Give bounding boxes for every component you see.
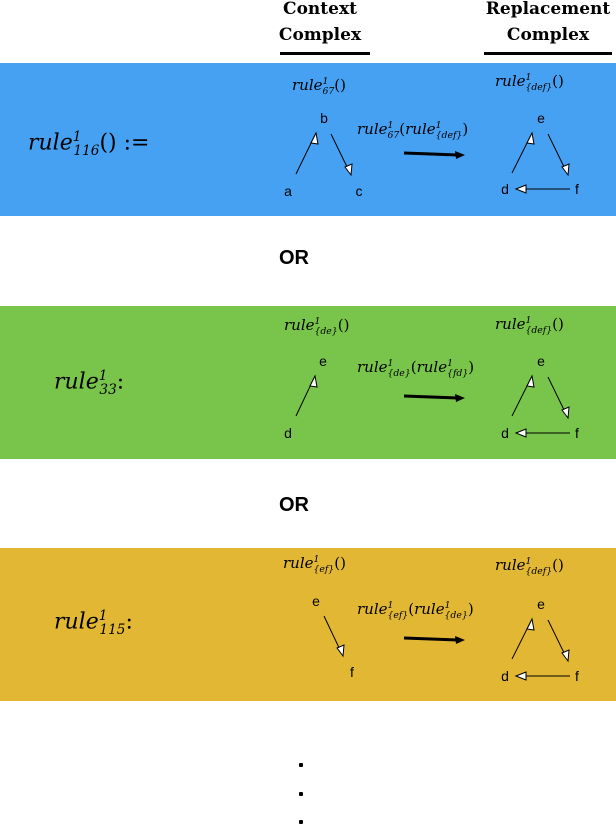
- ellipsis-dot: [299, 820, 303, 824]
- arrowhead: [561, 406, 570, 420]
- context-rule-label: rule1{ef}(): [283, 554, 346, 575]
- rewrite-arrow: [403, 394, 459, 400]
- arrowhead: [344, 163, 353, 177]
- graph-edges: [295, 374, 570, 438]
- arrowhead: [455, 151, 465, 159]
- arrowhead: [526, 131, 535, 145]
- ellipsis-dot: [299, 792, 303, 796]
- node-d: d: [501, 425, 509, 441]
- rule-row-2: rule133: rule1{de}() rule1{de}(rule1{fd}…: [0, 306, 616, 459]
- arrowhead: [310, 131, 319, 145]
- node-f: f: [350, 664, 354, 680]
- rewrite-arrow: [403, 636, 459, 642]
- context-header-underline: [280, 52, 370, 55]
- arrow-rule-label: rule1{ef}(rule1{de}): [357, 600, 474, 621]
- node-d: d: [501, 181, 509, 197]
- node-d: d: [284, 425, 292, 441]
- or-separator-2: OR: [279, 494, 309, 516]
- arrowhead: [561, 649, 570, 663]
- rule-lhs: rule1116() :=: [28, 129, 150, 159]
- arrowhead: [336, 644, 345, 658]
- context-rule-label: rule167(): [292, 76, 346, 97]
- node-e: e: [537, 596, 545, 612]
- node-f: f: [575, 181, 579, 197]
- node-c: c: [355, 183, 363, 199]
- replacement-rule-label: rule1{def}(): [495, 556, 564, 577]
- context-complex-header: Context Complex: [278, 0, 362, 45]
- arrowhead: [455, 636, 465, 644]
- rewrite-arrow: [403, 151, 459, 157]
- replacement-header-underline: [484, 52, 612, 55]
- arrow-rule-label: rule167(rule1{def}): [357, 120, 469, 141]
- node-e: e: [537, 110, 545, 126]
- node-d: d: [501, 668, 509, 684]
- rule-lhs: rule133:: [54, 368, 125, 398]
- replacement-rule-label: rule1{def}(): [495, 315, 564, 336]
- arrowhead: [455, 394, 465, 402]
- rule-lhs: rule1115:: [54, 608, 133, 638]
- context-rule-label: rule1{de}(): [284, 316, 350, 337]
- arrowhead: [514, 428, 527, 438]
- rule-row-3: rule1115: rule1{ef}() rule1{ef}(rule1{de…: [0, 548, 616, 701]
- rule-row-1: rule1116() := rule167() rule167(rule1{de…: [0, 63, 616, 216]
- arrowhead: [526, 374, 535, 388]
- node-b: b: [320, 110, 328, 126]
- or-separator-1: OR: [279, 247, 309, 269]
- node-e: e: [319, 353, 327, 369]
- arrow-rule-label: rule1{de}(rule1{fd}): [357, 358, 475, 379]
- replacement-rule-label: rule1{def}(): [495, 72, 564, 93]
- node-a: a: [284, 183, 292, 199]
- graph-edges: [323, 615, 570, 681]
- arrowhead: [514, 184, 527, 194]
- arrowhead: [514, 671, 527, 681]
- arrowhead: [309, 374, 318, 388]
- node-f: f: [575, 425, 579, 441]
- node-e: e: [312, 593, 320, 609]
- arrowhead: [561, 163, 570, 177]
- replacement-complex-header: Replacement Complex: [485, 0, 611, 45]
- graph-edges: [295, 131, 570, 194]
- arrowhead: [526, 617, 535, 631]
- node-f: f: [575, 668, 579, 684]
- ellipsis-dot: [299, 763, 303, 767]
- node-e: e: [537, 353, 545, 369]
